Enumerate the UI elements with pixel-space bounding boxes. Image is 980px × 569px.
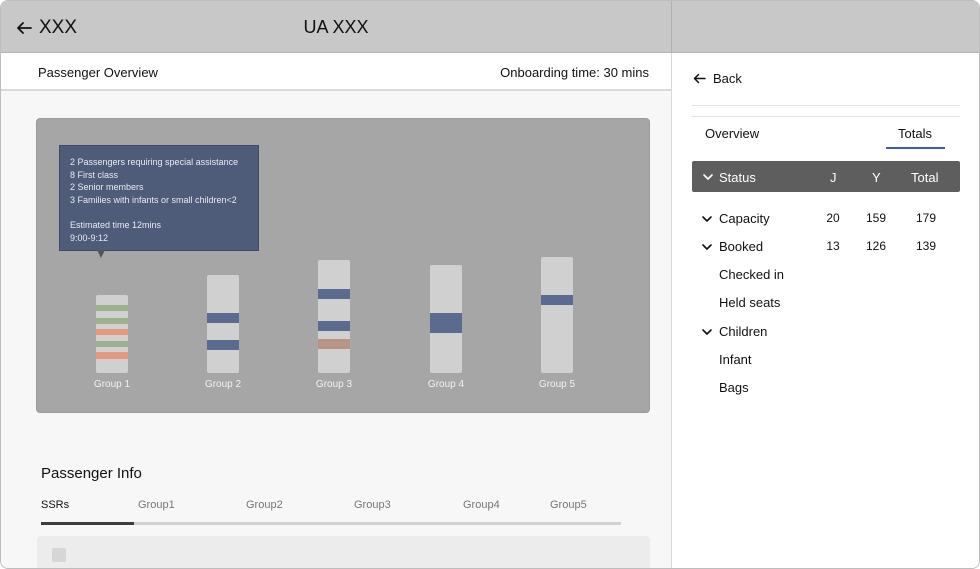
segment-family — [96, 329, 128, 335]
status-row-checked-in[interactable]: Checked in — [719, 267, 785, 282]
row-label: Children — [719, 324, 768, 339]
tooltip-line: 2 Senior members — [70, 182, 144, 193]
overview-header: Passenger Overview Onboarding time: 30 m… — [1, 53, 671, 91]
row-value-j: 13 — [826, 239, 840, 253]
flight-title: UA XXX — [303, 17, 369, 37]
overview-title: Passenger Overview — [38, 65, 158, 80]
segment-first-class — [318, 321, 350, 331]
tab-totals[interactable]: Totals — [898, 126, 932, 141]
tab-ssrs[interactable]: SSRs — [41, 499, 70, 511]
tooltip-pointer — [97, 250, 105, 258]
status-header-label: Status — [719, 170, 756, 185]
chevron-down-icon — [703, 174, 713, 180]
ssr-checkbox[interactable] — [52, 548, 66, 562]
group-3-bar[interactable] — [318, 260, 350, 373]
tab-group1[interactable]: Group1 — [138, 499, 175, 511]
segment-family — [96, 352, 128, 359]
row-value-j: 20 — [826, 211, 840, 225]
passenger-info-tabs: SSRs Group1 Group2 Group3 Group4 Group5 — [41, 499, 621, 525]
group-1-bar[interactable] — [96, 295, 128, 373]
arrow-left-icon — [693, 73, 706, 84]
side-panel: Back Overview Totals Status J Y Total Ca… — [671, 53, 979, 568]
tooltip-estimate: Estimated time 12mins — [70, 219, 162, 230]
column-y-header: Y — [872, 170, 881, 185]
group-label: Group 4 — [427, 379, 465, 390]
group-label: Group 2 — [204, 379, 242, 390]
group-bars — [96, 257, 573, 373]
boarding-groups-chart: Group 1 Group 2 Group 3 Group 4 Group 5 … — [36, 118, 650, 413]
row-value-y: 126 — [865, 239, 887, 253]
chevron-down-icon — [702, 216, 712, 222]
status-row-infant[interactable]: Infant — [719, 352, 752, 367]
top-bar: XXX UA XXX — [1, 1, 979, 53]
status-row-held-seats[interactable]: Held seats — [719, 295, 781, 310]
passenger-info-title: Passenger Info — [41, 465, 142, 482]
status-row-bags[interactable]: Bags — [719, 380, 749, 395]
segment-special-assistance — [96, 341, 128, 347]
topbar-divider — [671, 1, 672, 53]
tooltip-window: 9:00-9:12 — [70, 232, 109, 243]
row-label: Capacity — [719, 211, 770, 226]
tab-group4[interactable]: Group4 — [463, 499, 500, 511]
segment-first-class — [541, 295, 573, 305]
segment-special-assistance — [96, 305, 128, 311]
group-2-bar[interactable] — [207, 275, 239, 373]
segment-first-class — [207, 340, 239, 350]
row-label: Booked — [719, 239, 764, 254]
tab-group3[interactable]: Group3 — [354, 499, 391, 511]
segment-first-class — [207, 313, 239, 323]
group-tooltip: 2 Passengers requiring special assistanc… — [59, 145, 259, 251]
divider — [692, 105, 960, 106]
row-value-y: 159 — [865, 211, 887, 225]
side-back-button[interactable]: Back — [692, 71, 742, 86]
segment-special-assistance — [96, 318, 128, 324]
segment-first-class — [318, 289, 350, 299]
back-button[interactable]: XXX — [15, 15, 77, 41]
tooltip-line: 3 Families with infants or small childre… — [70, 195, 237, 206]
group-4-bar[interactable] — [430, 265, 462, 373]
segment-senior — [318, 339, 350, 349]
tooltip-line: 2 Passengers requiring special assistanc… — [70, 157, 239, 167]
column-j-header: J — [830, 170, 837, 185]
tab-overview[interactable]: Overview — [705, 126, 760, 141]
tab-group5[interactable]: Group5 — [550, 499, 587, 511]
divider — [692, 116, 960, 117]
ssr-list-item — [37, 536, 650, 568]
segment-first-class — [430, 313, 462, 333]
group-5-bar[interactable] — [541, 257, 573, 373]
group-label: Group 5 — [538, 379, 576, 390]
back-label: XXX — [39, 17, 78, 38]
active-tab-indicator — [41, 522, 134, 525]
chevron-down-icon — [702, 244, 712, 250]
tooltip-line: 8 First class — [70, 169, 119, 180]
onboarding-time: Onboarding time: 30 mins — [500, 65, 649, 80]
chevron-down-icon — [702, 329, 712, 335]
main-panel: Passenger Overview Onboarding time: 30 m… — [1, 53, 671, 568]
side-back-label: Back — [713, 71, 742, 86]
row-value-total: 139 — [915, 239, 937, 253]
group-label: Group 3 — [315, 379, 353, 390]
column-total-header: Total — [911, 170, 939, 185]
tab-group2[interactable]: Group2 — [246, 499, 283, 511]
arrow-left-icon — [17, 22, 32, 34]
active-tab-indicator — [886, 147, 945, 149]
group-label: Group 1 — [93, 379, 131, 390]
status-table-header[interactable]: Status J Y Total — [692, 161, 960, 192]
row-value-total: 179 — [915, 211, 937, 225]
